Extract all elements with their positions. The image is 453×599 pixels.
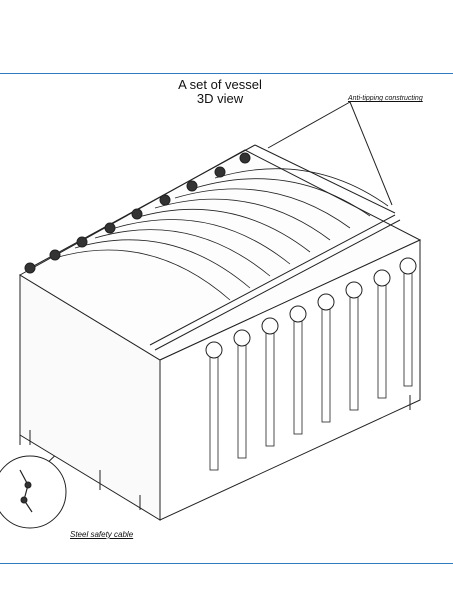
back-valves: [24, 152, 251, 274]
front-valves: [205, 257, 417, 359]
cable-detail-circle: [0, 455, 67, 529]
vessel-block-front: [159, 239, 421, 521]
frame-bottom-border: [0, 563, 453, 564]
drawing-title: A set of vessel 3D view: [160, 78, 280, 106]
steel-cable-label: Steel safety cable: [70, 530, 134, 539]
top-hoses: [54, 168, 389, 301]
top-frame-rail: [29, 144, 401, 351]
cable-detail: [19, 469, 33, 513]
frame-top-border: [0, 73, 453, 74]
title-line-1: A set of vessel: [178, 77, 262, 92]
leader-line-anti-tipping: [267, 101, 393, 206]
title-line-2: 3D view: [196, 91, 244, 106]
support-legs: [19, 395, 411, 510]
anti-tipping-label: Anti-tipping constructing: [348, 95, 423, 102]
